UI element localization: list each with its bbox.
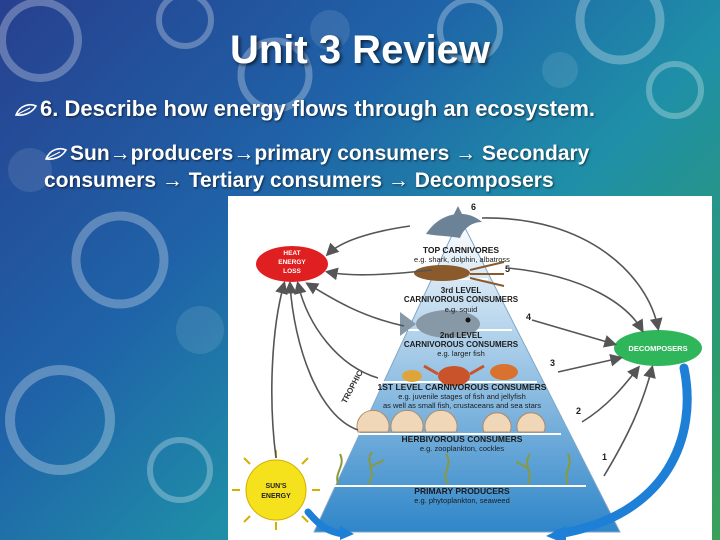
level-number: 2 xyxy=(576,406,581,416)
arrow-icon: → xyxy=(109,142,131,165)
recycle-arrowhead xyxy=(546,526,566,540)
level-number: 6 xyxy=(471,202,476,212)
sun-arrowhead xyxy=(340,526,354,540)
level5-title2: CARNIVOROUS CONSUMERS xyxy=(404,295,519,304)
level3-example: e.g. juvenile stages of fish and jellyfi… xyxy=(398,392,526,401)
level3-example2: as well as small fish, crustaceans and s… xyxy=(383,401,541,410)
level4-title2: CARNIVOROUS CONSUMERS xyxy=(404,340,519,349)
leaf-bullet-icon xyxy=(14,104,38,117)
leaf-bullet-icon xyxy=(44,148,68,161)
sun-label-line: ENERGY xyxy=(261,493,291,500)
level-number: 1 xyxy=(602,452,607,462)
heat-label-line: HEAT xyxy=(283,250,300,257)
level5-example: e.g. squid xyxy=(445,305,478,314)
arrow-icon: → xyxy=(387,169,409,192)
answer-part: producers xyxy=(130,142,234,165)
arrow-icon: → xyxy=(161,169,183,192)
level3-title: 1ST LEVEL CARNIVOROUS CONSUMERS xyxy=(378,382,547,392)
slide-title: Unit 3 Review xyxy=(229,28,491,72)
sun-icon: SUN'S ENERGY xyxy=(232,450,320,530)
fish-icon xyxy=(400,310,480,338)
energy-pyramid-figure: TOP CARNIVORES e.g. shark, dolphin, alba… xyxy=(228,196,712,540)
answer-part: primary consumers xyxy=(254,142,456,165)
answer-part: Decomposers xyxy=(408,169,554,192)
level2-example: e.g. zooplankton, cockles xyxy=(420,444,504,453)
trophic-label: TROPHIC xyxy=(340,369,365,405)
level-number: 4 xyxy=(526,312,531,322)
level5-title: 3rd LEVEL xyxy=(441,286,482,295)
arrow-icon: → xyxy=(233,142,255,165)
level6-example: e.g. shark, dolphin, albatross xyxy=(414,255,510,264)
level1-title: PRIMARY PRODUCERS xyxy=(414,486,510,496)
question-text: 6. Describe how energy flows through an … xyxy=(40,96,596,121)
level6-title: TOP CARNIVORES xyxy=(423,245,500,255)
answer-part: Secondary consumers xyxy=(44,142,590,192)
answer-part: Tertiary consumers xyxy=(182,169,388,192)
heat-energy-loss: HEAT ENERGY LOSS xyxy=(256,246,328,282)
level2-title: HERBIVOROUS CONSUMERS xyxy=(402,434,523,444)
level4-title: 2nd LEVEL xyxy=(440,331,482,340)
heat-label-line: ENERGY xyxy=(278,259,306,266)
seaweed-icon xyxy=(336,451,571,485)
squid-icon xyxy=(414,261,505,287)
cockle-shells-icon xyxy=(356,410,546,433)
energy-pyramid-diagram: TOP CARNIVORES e.g. shark, dolphin, alba… xyxy=(232,202,702,540)
crab-icon xyxy=(402,364,518,386)
answer-part: Sun xyxy=(70,142,110,165)
level-number: 5 xyxy=(505,264,510,274)
question-bullet: 6. Describe how energy flows through an … xyxy=(14,96,714,122)
energy-flow-arrows xyxy=(271,217,663,477)
decomposers-node: DECOMPOSERS xyxy=(614,330,702,366)
sun-label-line: SUN'S xyxy=(265,483,286,490)
arrow-icon: → xyxy=(455,142,477,165)
answer-bullet: Sun→producers→primary consumers → Second… xyxy=(44,140,704,194)
nutrient-recycle-arrow xyxy=(553,363,692,539)
decomposers-label: DECOMPOSERS xyxy=(628,344,687,353)
heat-label-line: LOSS xyxy=(283,268,301,275)
level-number: 3 xyxy=(550,358,555,368)
dolphin-icon xyxy=(426,206,482,238)
level4-example: e.g. larger fish xyxy=(437,349,485,358)
level1-example: e.g. phytoplankton, seaweed xyxy=(414,496,510,505)
